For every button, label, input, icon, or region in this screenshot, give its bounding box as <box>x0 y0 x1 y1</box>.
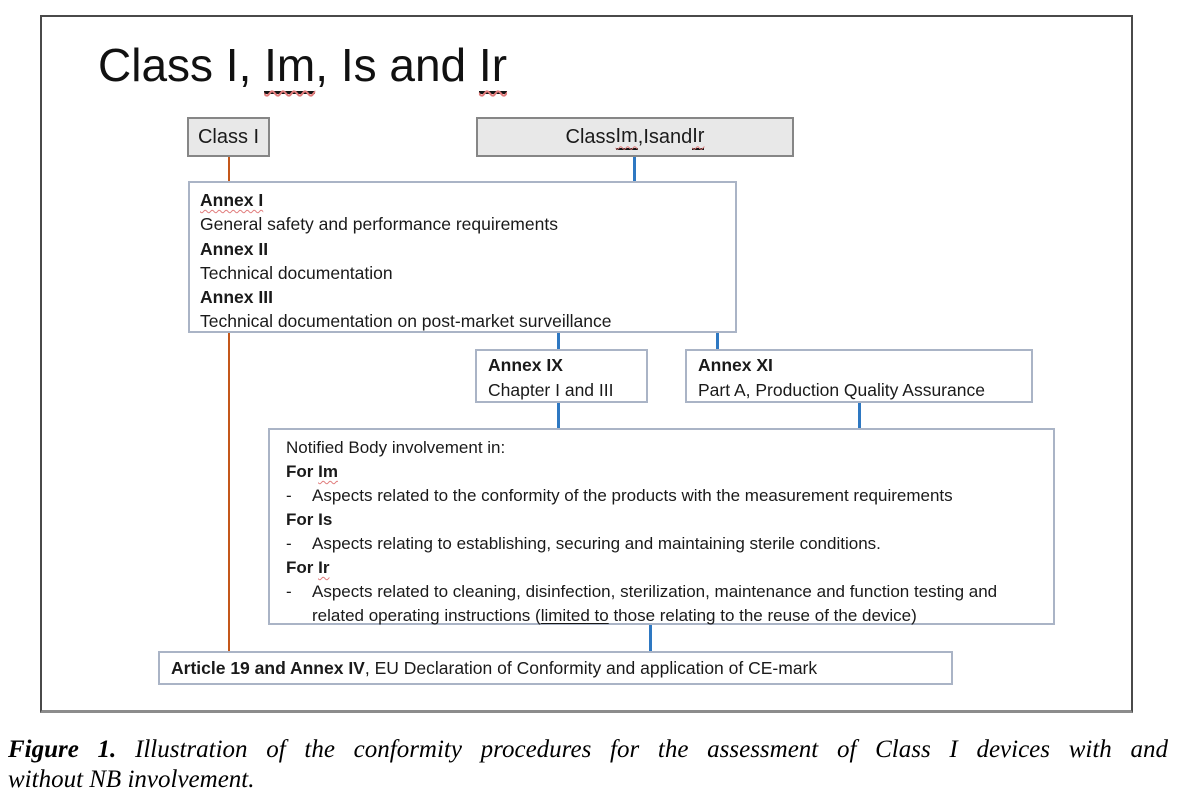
notified-body-heading: For Is <box>286 510 333 529</box>
node-label-run: , <box>637 125 644 148</box>
annex-line: General safety and performance requireme… <box>200 214 558 235</box>
node-label-run-underlined: Im <box>615 125 638 150</box>
figure-title: Class I, Im, Is and Ir <box>98 38 508 94</box>
annex-line: Technical documentation on post-market s… <box>200 311 612 332</box>
notified-body-intro: Notified Body involvement in: <box>286 438 506 457</box>
title-run-underlined: Ir <box>478 39 508 94</box>
annex-line: Technical documentation <box>200 262 393 283</box>
article-bold-text: Article 19 and Annex IV <box>171 657 365 678</box>
node-label-run: Class <box>565 125 616 148</box>
bullet-dash: - <box>286 534 292 553</box>
node-notified-body: Notified Body involvement in: For Im - A… <box>268 428 1055 625</box>
node-label-run-underlined: Ir <box>692 125 705 150</box>
connector-annex-ix-notified-body <box>557 403 560 428</box>
connector-annexes-annex-ix <box>557 333 560 349</box>
bullet-dash: - <box>286 486 292 505</box>
node-article-19-annex-iv: Article 19 and Annex IV, EU Declaration … <box>158 651 953 685</box>
connector-annex-xi-notified-body <box>858 403 861 428</box>
bullet-dash: - <box>286 582 292 601</box>
annex-ix-title: Annex IX <box>488 355 563 375</box>
figure-caption: Figure 1. Illustration of the conformity… <box>8 735 1168 795</box>
title-run: Class I, <box>98 39 265 91</box>
connector-class-i-article-19 <box>227 333 230 651</box>
node-class-i: Class I <box>187 117 270 157</box>
caption-line-1: Figure 1. Illustration of the conformity… <box>8 736 1168 763</box>
connector-annexes-annex-xi <box>716 333 719 349</box>
title-run: , <box>315 39 341 91</box>
notified-body-item: - Aspects related to cleaning, disinfect… <box>286 580 1027 628</box>
connector-notified-body-article-19 <box>649 625 652 651</box>
notified-body-heading: For Ir <box>286 558 330 577</box>
annex-ix-subtitle: Chapter I and III <box>488 379 614 400</box>
notified-body-item: - Aspects related to the conformity of t… <box>286 484 1027 508</box>
annex-line: Annex III <box>200 287 273 308</box>
annex-xi-title: Annex XI <box>698 355 773 375</box>
connector-class-im-annexes <box>633 156 636 181</box>
title-run: Is <box>340 39 377 91</box>
notified-body-heading: For Im <box>286 462 338 481</box>
title-run-underlined: Im <box>264 39 316 94</box>
node-annex-ix: Annex IX Chapter I and III <box>475 349 648 403</box>
node-label-run: Is <box>643 125 659 148</box>
article-rest-text: , EU Declaration of Conformity and appli… <box>364 657 818 678</box>
annex-xi-subtitle: Part A, Production Quality Assurance <box>698 379 985 400</box>
annex-line: Annex II <box>200 238 269 259</box>
title-run: and <box>376 39 479 91</box>
node-class-i-label: Class I <box>197 125 260 148</box>
node-class-im-is-ir: Class Im, Is and Ir <box>476 117 794 157</box>
connector-class-i-down <box>227 157 230 181</box>
node-annex-xi: Annex XI Part A, Production Quality Assu… <box>685 349 1033 403</box>
node-label-run: and <box>658 125 693 148</box>
caption-line-2: without NB involvement. <box>8 766 255 793</box>
annex-line: Annex I <box>200 190 264 210</box>
node-annexes-i-ii-iii: Annex I General safety and performance r… <box>188 181 737 333</box>
notified-body-item: - Aspects relating to establishing, secu… <box>286 532 1027 556</box>
